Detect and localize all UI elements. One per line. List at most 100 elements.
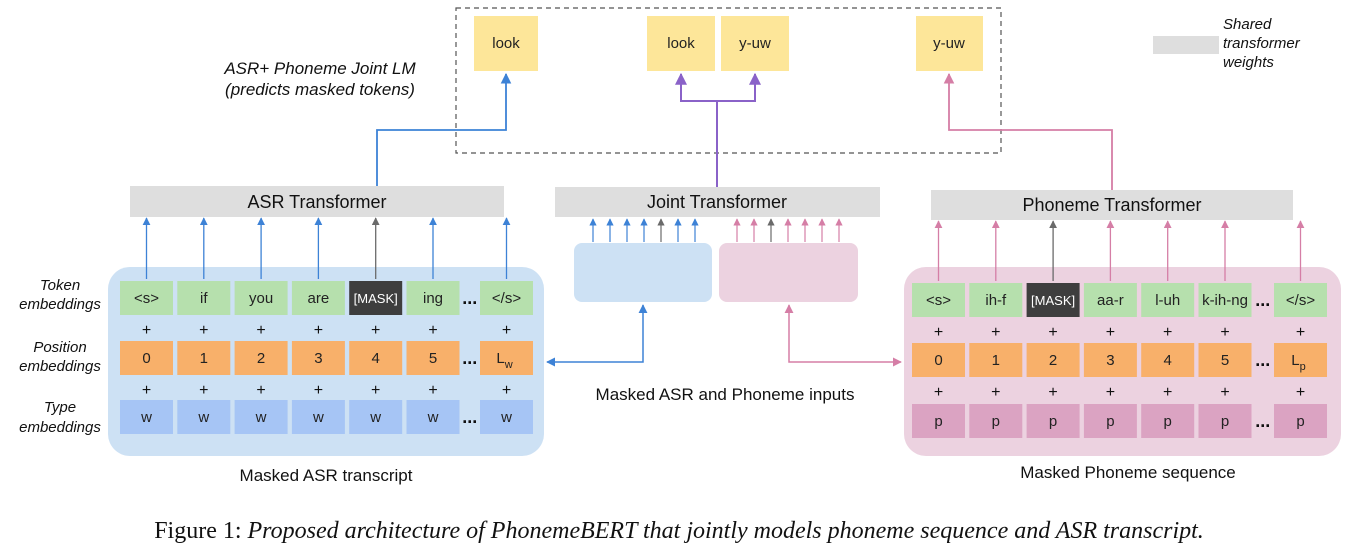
lm-label-line-2: (predicts masked tokens) [225,80,415,99]
asr-position-cell [120,341,173,375]
asr-type-cell [349,400,403,434]
asr-token-text: </s> [492,290,521,307]
asr-position-text: 4 [372,350,380,367]
phoneme-position-cell [1026,343,1080,377]
legend-line-3: weights [1223,54,1274,71]
output-token-center-2: y-uw [739,35,771,52]
asr-type-cell [291,400,345,434]
phoneme-type-cell [912,404,965,438]
asr-token-text: ing [423,290,443,307]
asr-plus-sign: + [428,382,437,399]
phoneme-position-cell [1141,343,1195,377]
output-token-center-1: look [667,35,695,52]
asr-token-text: if [200,290,208,307]
phoneme-output-arrow [943,72,1113,190]
asr-token-text: <s> [134,290,159,307]
row-label-type-2: embeddings [19,419,101,436]
asr-panel-caption: Masked ASR transcript [240,466,413,485]
row-label-type-1: Type [44,399,76,416]
asr-type-cell [177,400,231,434]
asr-plus-sign: + [199,382,208,399]
asr-position-cell [349,341,403,375]
phoneme-plus-sign: + [1220,384,1229,401]
phoneme-position-text: 5 [1221,352,1229,369]
figure-caption: Figure 1: Proposed architecture of Phone… [0,518,1358,545]
phoneme-position-cell [1083,343,1137,377]
asr-plus-sign: + [428,322,437,339]
figure-caption-prefix: Figure 1: [154,518,242,544]
figure-caption-text: Proposed architecture of PhonemeBERT tha… [247,518,1204,544]
phoneme-plus-sign: + [1106,384,1115,401]
asr-plus-sign: + [256,382,265,399]
row-label-position-1: Position [33,339,86,356]
asr-plus-sign: + [502,382,511,399]
asr-plus-sign: + [314,322,323,339]
joint-input-arrows [589,218,843,242]
row-label-token-2: embeddings [19,296,101,313]
asr-transformer-label: ASR Transformer [247,192,386,212]
phoneme-position-cell [912,343,965,377]
phoneme-token-cell [1026,283,1080,317]
phoneme-position-cell [1198,343,1252,377]
phoneme-token-text: [MASK] [1031,293,1075,308]
asr-type-cell [234,400,288,434]
asr-ellipsis: ... [462,407,477,427]
joint-output-arrow-left [675,72,717,102]
joint-transformer [555,187,880,217]
asr-token-cell [120,281,173,315]
phoneme-type-cell [1198,404,1252,438]
asr-token-cell [480,281,533,315]
phoneme-token-cell [1141,283,1195,317]
asr-type-cell [120,400,173,434]
output-box-right [916,16,983,71]
row-label-position-2: embeddings [19,358,101,375]
phoneme-plus-sign: + [991,324,1000,341]
phoneme-position-text: 2 [1049,352,1057,369]
phoneme-token-text: <s> [926,292,951,309]
output-box-center-2 [721,16,789,71]
phoneme-type-cell [1274,404,1327,438]
asr-type-text: w [369,409,381,426]
asr-type-text: w [500,409,512,426]
legend-line-2: transformer [1223,35,1301,52]
asr-plus-sign: + [371,322,380,339]
phoneme-token-cell [1198,283,1252,317]
asr-position-text: 2 [257,350,265,367]
asr-position-text: 1 [200,350,208,367]
phoneme-type-text: p [1049,413,1057,430]
phoneme-token-text: aa-r [1097,292,1124,309]
asr-plus-sign: + [314,382,323,399]
asr-ellipsis: ... [462,348,477,368]
phoneme-plus-sign: + [1048,384,1057,401]
phoneme-token-cell [912,283,965,317]
joint-input-asr-box [574,243,712,302]
phoneme-to-joint-connector [784,304,902,367]
asr-position-text: 0 [142,350,150,367]
output-box-center-1 [647,16,715,71]
phoneme-panel-caption: Masked Phoneme sequence [1020,463,1235,482]
asr-plus-sign: + [142,382,151,399]
asr-plus-sign: + [371,382,380,399]
row-label-token-1: Token [40,277,80,294]
phoneme-type-text: p [992,413,1000,430]
phoneme-ellipsis: ... [1255,411,1270,431]
phoneme-plus-sign: + [934,384,943,401]
asr-ellipsis: ... [462,288,477,308]
asr-position-text: Lw [496,350,512,371]
asr-type-text: w [312,409,324,426]
phoneme-type-cell [1083,404,1137,438]
asr-position-text: 3 [314,350,322,367]
phoneme-position-cell [1274,343,1327,377]
asr-token-cell [234,281,288,315]
asr-position-cell [406,341,460,375]
asr-type-cell [406,400,460,434]
asr-position-cell [480,341,533,375]
asr-token-cell [406,281,460,315]
legend-swatch [1153,36,1219,54]
shared-weights-region [455,7,1002,154]
phoneme-token-cell [969,283,1023,317]
asr-output-arrow [376,72,512,186]
asr-plus-sign: + [142,322,151,339]
asr-type-text: w [427,409,439,426]
asr-token-text: are [308,290,330,307]
